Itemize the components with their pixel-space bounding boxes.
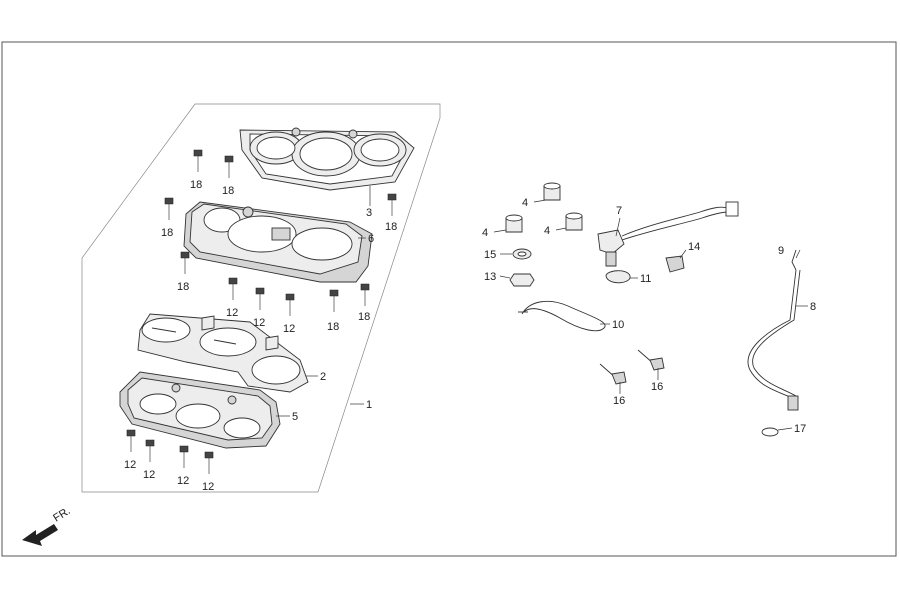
bulb-socket-icons: [505, 182, 583, 233]
leader-lines: [276, 186, 808, 431]
front-direction-arrow-icon: [22, 524, 58, 546]
callout-labels: 1 2 3 4 4 4 5 6 7 8 9 10 11 12 12 12 12 …: [124, 179, 816, 493]
screw-icon: [285, 293, 295, 316]
screw-icon: [228, 277, 238, 300]
callout-15: 15: [484, 249, 496, 261]
screw-icon: [179, 445, 189, 468]
lower-case: [119, 371, 281, 449]
screw-icon: [180, 251, 190, 274]
callout-18e: 18: [385, 221, 397, 233]
front-direction-label: FR.: [51, 505, 72, 525]
callout-3: 3: [366, 207, 372, 219]
callout-12e: 12: [143, 469, 155, 481]
screw-icon: [164, 197, 174, 220]
callout-14: 14: [688, 241, 700, 253]
callout-18g: 18: [358, 311, 370, 323]
callout-12c: 12: [283, 323, 295, 335]
o-ring-icon: [761, 427, 779, 437]
gauge-board: [137, 313, 309, 393]
callout-12f: 12: [177, 475, 189, 487]
meter-cover: [239, 127, 415, 191]
screw-icon: [360, 283, 370, 306]
screw-icon: [193, 149, 203, 172]
diagram-border: [1, 41, 897, 557]
screw-icon: [387, 193, 397, 216]
callout-18d: 18: [177, 281, 189, 293]
callout-12g: 12: [202, 481, 214, 493]
callout-18c: 18: [161, 227, 173, 239]
assembly-enclosure: [81, 103, 441, 493]
screw-icon: [224, 155, 234, 178]
callout-8: 8: [810, 301, 816, 313]
callout-17: 17: [794, 423, 806, 435]
callout-9: 9: [778, 245, 784, 257]
callout-10: 10: [612, 319, 624, 331]
screw-icon: [329, 289, 339, 312]
callout-12b: 12: [253, 317, 265, 329]
callout-6: 6: [368, 233, 374, 245]
callout-18b: 18: [222, 185, 234, 197]
cable-clip-icon: [605, 270, 631, 284]
screw-icon: [126, 429, 136, 452]
callout-4a: 4: [522, 197, 528, 209]
callout-18a: 18: [190, 179, 202, 191]
band-strap: [518, 300, 606, 332]
nut-icon: [509, 273, 535, 287]
callout-16b: 16: [651, 381, 663, 393]
callout-18f: 18: [327, 321, 339, 333]
bolt-icon: [599, 349, 665, 385]
screw-icon: [145, 439, 155, 462]
callout-7: 7: [616, 205, 622, 217]
callout-2: 2: [320, 371, 326, 383]
screw-icon-group: [126, 149, 397, 474]
sensor-harness: [597, 201, 739, 267]
washer-icon: [512, 248, 532, 260]
meter-housing: [183, 201, 373, 283]
clamp-icon: [665, 255, 685, 273]
callout-12d: 12: [124, 459, 136, 471]
speedometer-cable: [747, 249, 801, 411]
screw-icon: [204, 451, 214, 474]
screw-icon: [255, 287, 265, 310]
callout-16a: 16: [613, 395, 625, 407]
callout-5: 5: [292, 411, 298, 423]
callout-11: 11: [640, 273, 651, 285]
callout-1: 1: [366, 399, 372, 411]
callout-13: 13: [484, 271, 496, 283]
callout-4b: 4: [482, 227, 488, 239]
callout-12a: 12: [226, 307, 238, 319]
callout-4c: 4: [544, 225, 550, 237]
